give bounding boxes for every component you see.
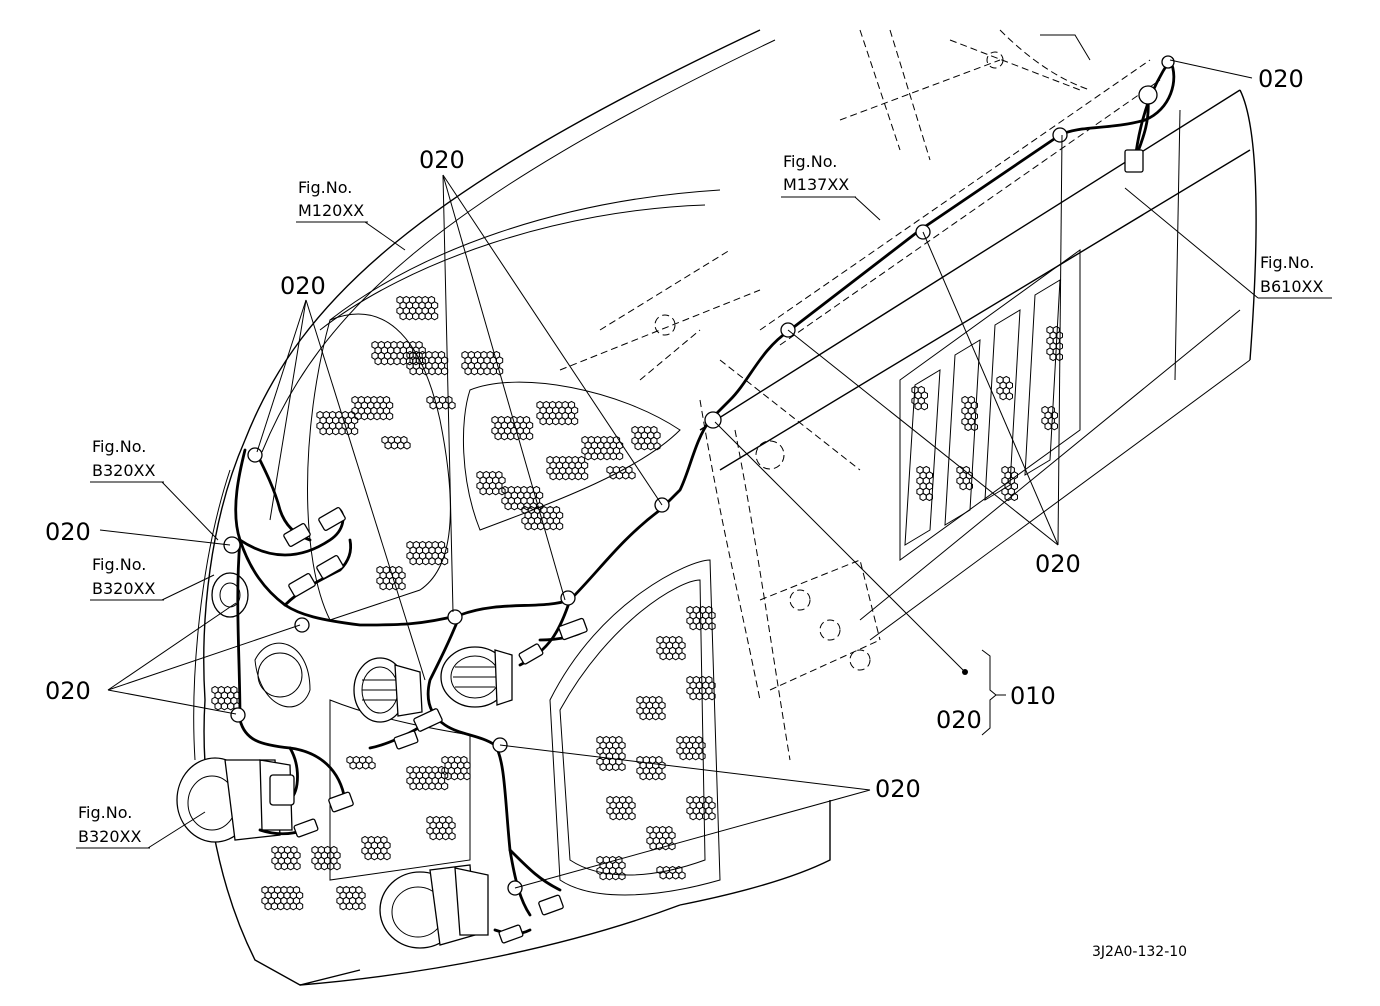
connector xyxy=(393,730,419,750)
grommet xyxy=(1138,85,1158,105)
clamp xyxy=(1052,127,1068,143)
clamp xyxy=(247,447,263,463)
part-label-020: 020 xyxy=(1258,65,1304,93)
leader-lines xyxy=(99,59,1259,889)
figure-references: Fig.No. M120XX Fig.No. M137XX Fig.No. B6… xyxy=(76,152,1332,849)
connector xyxy=(518,643,544,665)
part-label-020: 020 xyxy=(1035,550,1081,578)
connector xyxy=(328,791,354,813)
part-label-020: 020 xyxy=(45,677,91,705)
clamp xyxy=(447,609,463,625)
connector xyxy=(269,774,295,806)
connector xyxy=(293,818,319,838)
fig-ref-code: B320XX xyxy=(78,827,141,846)
clamp xyxy=(1161,55,1175,69)
part-label-020: 020 xyxy=(45,518,91,546)
connector xyxy=(558,617,588,641)
part-labels: 020 020 020 020 020 020 020 010 020 xyxy=(45,65,1304,803)
side-lamp-left xyxy=(211,572,249,618)
grille-mesh xyxy=(211,295,1063,911)
part-label-020: 020 xyxy=(875,775,921,803)
fig-ref-prefix: Fig.No. xyxy=(1260,253,1314,272)
fig-ref-code: M137XX xyxy=(783,175,849,194)
connector xyxy=(498,924,524,944)
connector xyxy=(318,507,346,531)
fig-ref-code: B610XX xyxy=(1260,277,1323,296)
headlamp-upper-center xyxy=(440,646,513,708)
fig-ref-code: B320XX xyxy=(92,461,155,480)
fig-ref-prefix: Fig.No. xyxy=(92,555,146,574)
fig-ref-prefix: Fig.No. xyxy=(783,152,837,171)
connector xyxy=(316,555,344,579)
clamp xyxy=(223,536,241,554)
fig-ref-prefix: Fig.No. xyxy=(92,437,146,456)
connector xyxy=(283,523,311,547)
wiring-harness xyxy=(223,55,1176,944)
fig-ref-code: M120XX xyxy=(298,201,364,220)
part-label-010: 010 xyxy=(1010,682,1056,710)
connector xyxy=(1124,149,1144,173)
hood-outline xyxy=(193,29,1257,986)
connector xyxy=(413,708,443,732)
front-panels xyxy=(254,313,721,896)
headlamp-upper-left xyxy=(353,657,423,723)
part-label-020: 020 xyxy=(936,706,982,734)
drawing-code: 3J2A0-132-10 xyxy=(1092,944,1187,960)
connector xyxy=(288,573,316,597)
headlamp-lower-center xyxy=(379,864,489,949)
part-label-020: 020 xyxy=(280,272,326,300)
clamp xyxy=(560,590,576,606)
fig-ref-code: B320XX xyxy=(92,579,155,598)
fig-ref-prefix: Fig.No. xyxy=(78,803,132,822)
fig-ref-prefix: Fig.No. xyxy=(298,178,352,197)
connector xyxy=(538,894,564,916)
clamp xyxy=(294,617,310,633)
part-label-020: 020 xyxy=(419,146,465,174)
clamp xyxy=(230,707,246,723)
